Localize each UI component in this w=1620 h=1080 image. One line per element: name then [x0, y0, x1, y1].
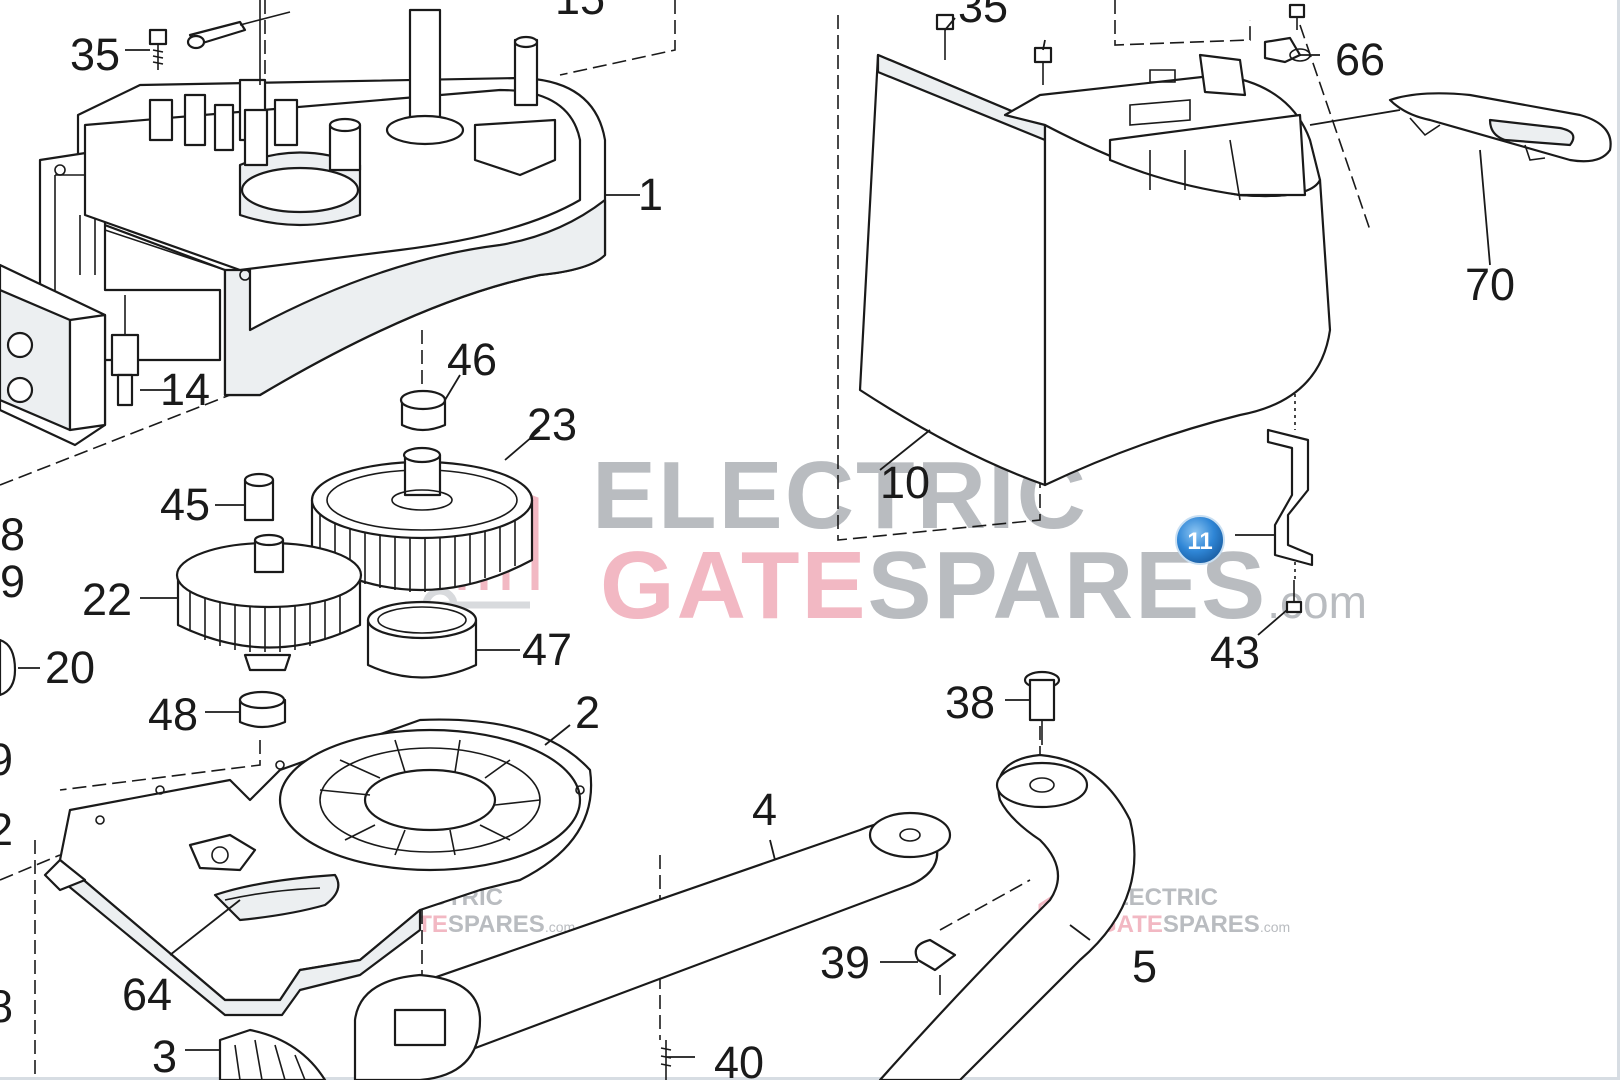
housing-part-1: [38, 8, 607, 397]
watermark-small-suffix: .com: [1260, 919, 1290, 935]
label-14: 14: [160, 364, 210, 415]
label-8-edge: 8: [0, 981, 13, 1032]
badge-circle: [1175, 515, 1225, 565]
watermark-suffix: .com: [1267, 576, 1367, 628]
badge-number: 11: [1187, 528, 1212, 555]
label-2: 2: [575, 687, 600, 738]
label-9-edge: 9: [0, 734, 13, 785]
bushing-part-48: [238, 690, 287, 729]
gear-part-22: [175, 533, 363, 672]
pin-part-38: [1023, 670, 1061, 745]
screw-part-35-right: [935, 3, 1306, 85]
label-70: 70: [1465, 259, 1515, 310]
label-39: 39: [820, 937, 870, 988]
label-49-edge: 49: [0, 556, 25, 607]
bracket-left: [0, 263, 107, 447]
label-10: 10: [880, 457, 930, 508]
label-15: 15: [555, 0, 605, 24]
label-38: 38: [945, 677, 995, 728]
plate-part-64: [213, 873, 340, 922]
gear-part-23: [310, 446, 534, 592]
clip-part-39: [914, 938, 957, 995]
label-20: 20: [45, 642, 95, 693]
gear-part-3: [218, 1028, 327, 1080]
baseplate-part-2: [43, 718, 593, 1017]
watermark-line2: GATESPARES.com: [600, 532, 1367, 639]
label-48-edge: 48: [0, 509, 25, 560]
label-48: 48: [148, 689, 198, 740]
label-40: 40: [714, 1037, 764, 1080]
label-46: 46: [447, 334, 497, 385]
label-1: 1: [638, 169, 663, 220]
rod-part-15: [186, 0, 291, 85]
watermark-gate-word: GATE: [600, 532, 868, 639]
ring-part-47: [366, 600, 478, 679]
cover-part-10: [858, 53, 1332, 487]
part-labels: 35 15 35 66 1 70 14 46 23 10 45 48 49 22…: [0, 0, 1515, 1080]
label-47: 47: [522, 624, 572, 675]
label-2-edge: 2: [0, 804, 13, 855]
arm-part-5: [878, 753, 1136, 1080]
watermark-small-line2: GATESPARES.com: [1098, 911, 1290, 938]
connector-part-14: [110, 295, 140, 407]
screw-part-43: [1285, 580, 1303, 614]
bracket-part-11: [1266, 428, 1314, 567]
screw-part-40: [660, 1040, 672, 1080]
pin-part-45: [243, 472, 275, 522]
bushing-part-46: [399, 389, 447, 432]
label-43: 43: [1210, 627, 1260, 678]
clip-part-66: [1263, 36, 1311, 64]
label-64: 64: [122, 969, 172, 1020]
highlight-badge-part-11[interactable]: 11: [1175, 515, 1225, 565]
label-45: 45: [160, 479, 210, 530]
label-23: 23: [527, 399, 577, 450]
label-66: 66: [1335, 34, 1385, 85]
partial-part-20: [0, 638, 17, 697]
label-35-right: 35: [958, 0, 1008, 32]
watermark-small-spares: SPARES: [448, 911, 545, 938]
watermark-small-spares: SPARES: [1163, 911, 1260, 938]
label-3: 3: [152, 1031, 177, 1080]
screw-part-35-left: [148, 28, 168, 70]
label-35-left: 35: [70, 29, 120, 80]
arm-part-4: [353, 811, 952, 1080]
handle-part-70: [1388, 92, 1612, 163]
leader-lines: [18, 17, 1491, 1058]
label-4: 4: [752, 784, 777, 835]
label-5: 5: [1132, 941, 1157, 992]
label-22: 22: [82, 574, 132, 625]
